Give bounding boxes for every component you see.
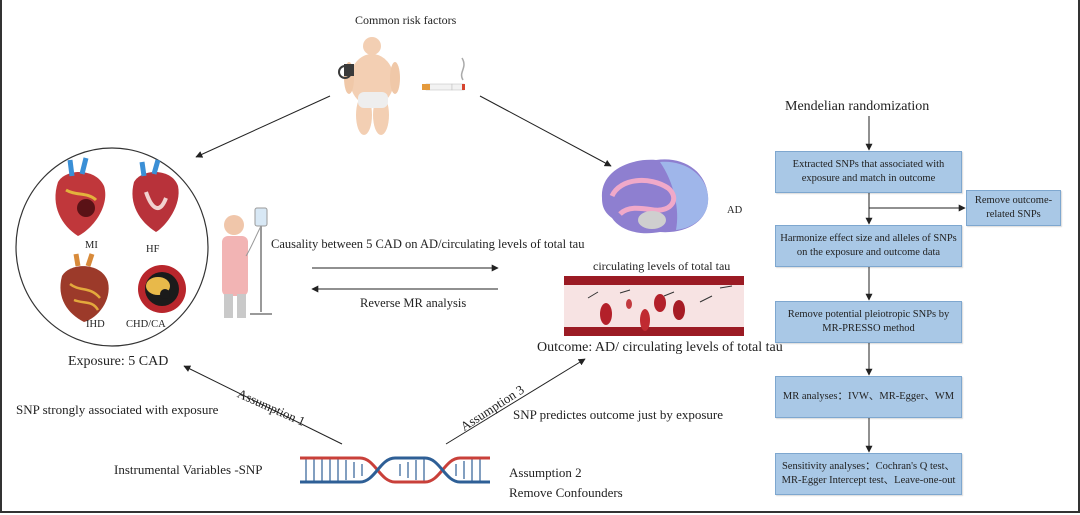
assumption-2-label: Assumption 2 (509, 465, 582, 480)
mr-step-analyses: MR analyses：IVW、MR-Egger、WM (775, 376, 962, 418)
ad-label: AD (727, 205, 743, 216)
artery-chd-icon (138, 265, 186, 313)
mr-step-extract: Extracted SNPs that associated with expo… (775, 151, 962, 193)
arrow-risk-to-exposure (195, 95, 331, 158)
label-chd: CHD/CA (126, 319, 166, 330)
assumption-2-text: Remove Confounders (509, 485, 623, 500)
mr-step-sensitivity: Sensitivity analyses：Cochran's Q test、MR… (775, 453, 962, 495)
heart-ihd-icon (60, 253, 109, 322)
exposure-label: Exposure: 5 CAD (68, 354, 169, 369)
label-hf: HF (146, 244, 160, 255)
risk-factors-title: Common risk factors (355, 13, 457, 27)
causality-label: Causality between 5 CAD on AD/circulatin… (271, 237, 585, 251)
label-ihd: IHD (86, 319, 105, 330)
mr-step-presso: Remove potential pleiotropic SNPs by MR-… (775, 301, 962, 343)
arrow-risk-to-outcome (479, 95, 612, 167)
mr-side-remove: Remove outcome-related SNPs (966, 190, 1061, 226)
heart-hf-icon (132, 159, 179, 232)
label-mi: MI (85, 240, 98, 251)
assumption-3-text: SNP predictes outcome just by exposure (513, 407, 724, 422)
tau-label: circulating levels of total tau (593, 259, 731, 273)
arrow-assumption-1 (183, 365, 343, 445)
outcome-label: Outcome: AD/ circulating levels of total… (537, 340, 783, 355)
mr-step-harmonize: Harmonize effect size and alleles of SNP… (775, 225, 962, 267)
iv-label: Instrumental Variables -SNP (114, 462, 263, 477)
arrow-assumption-3 (445, 358, 586, 445)
assumption-1-text: SNP strongly associated with exposure (16, 402, 219, 417)
heart-mi-icon (55, 157, 106, 236)
mr-title: Mendelian randomization (785, 99, 930, 114)
reverse-label: Reverse MR analysis (360, 296, 467, 310)
